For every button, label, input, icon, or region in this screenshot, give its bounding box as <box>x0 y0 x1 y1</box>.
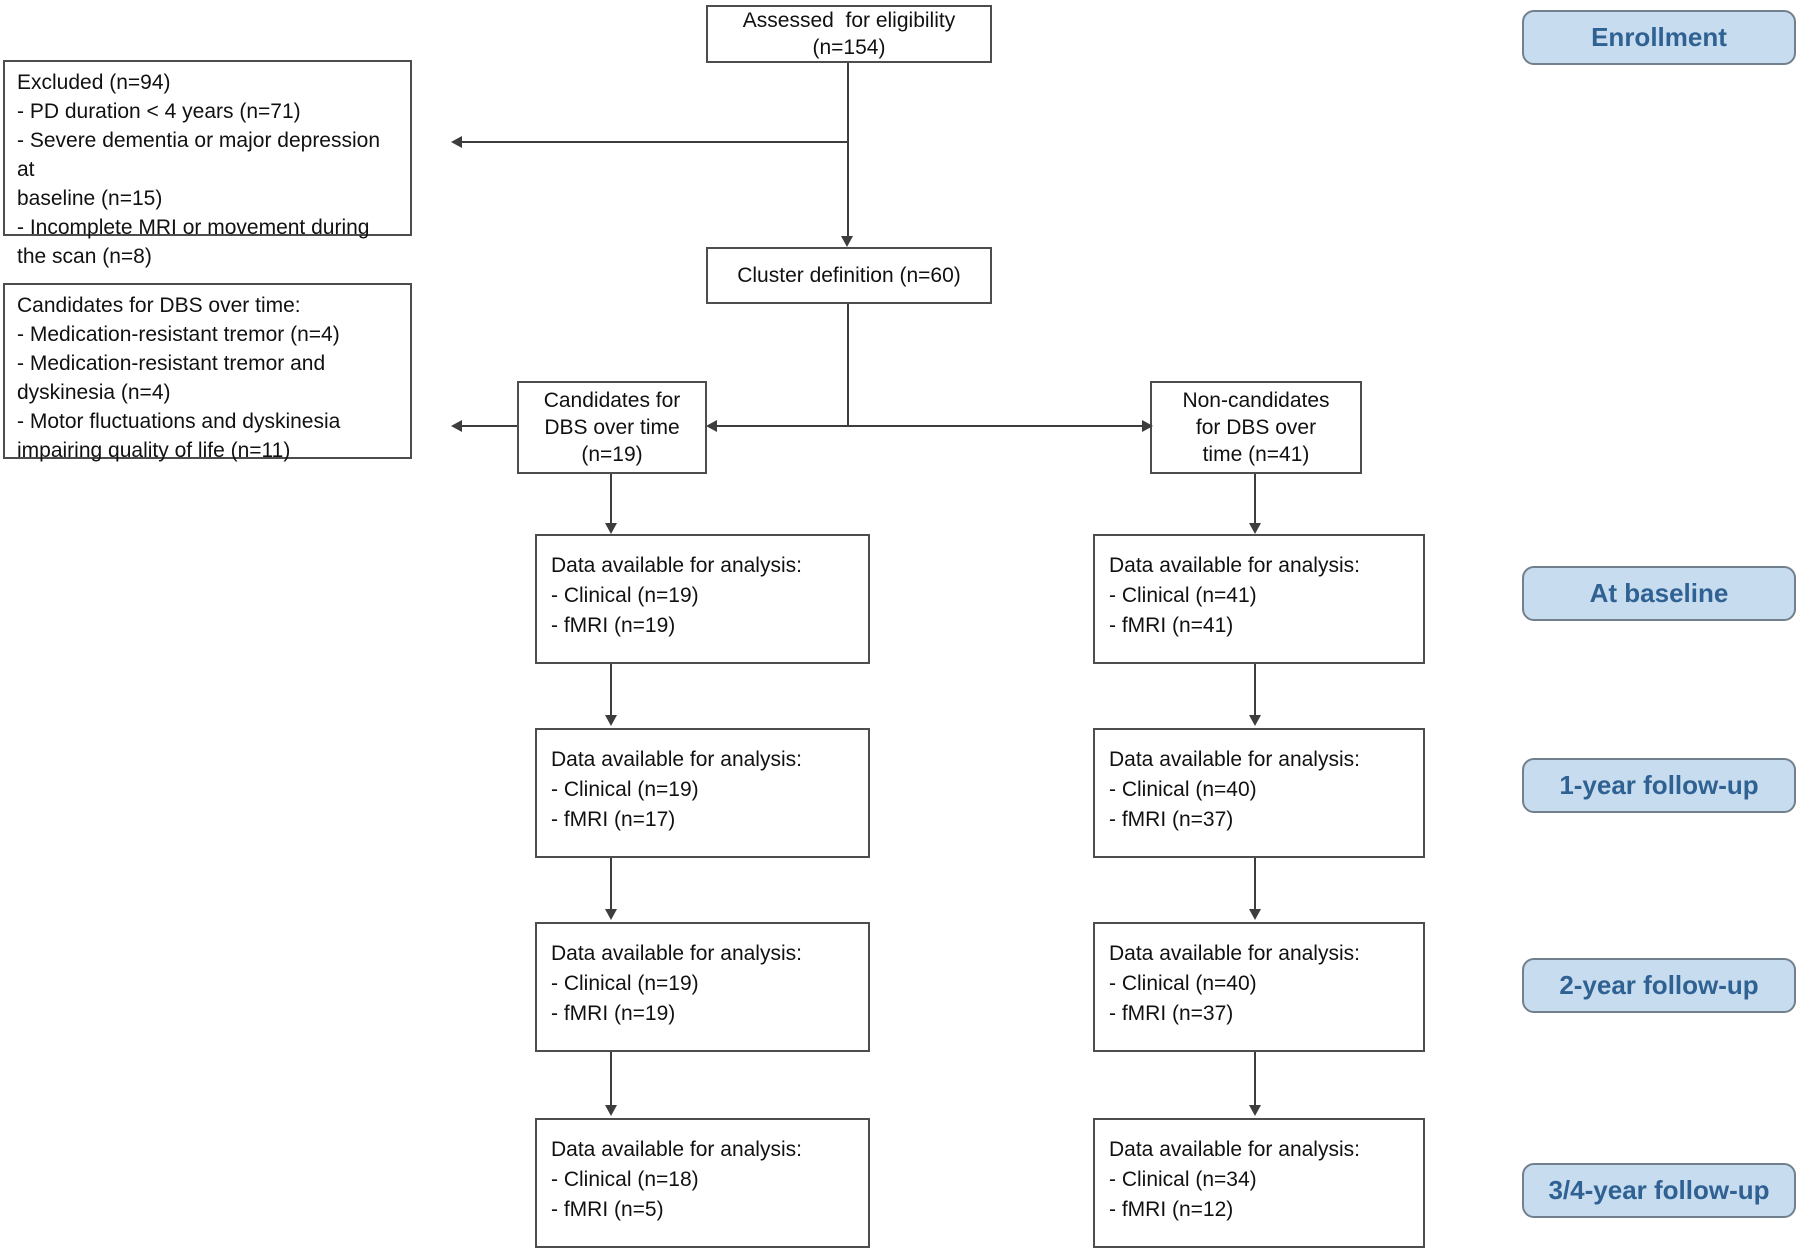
connector-line <box>610 858 612 910</box>
connector-line <box>610 474 612 524</box>
connector-line <box>1254 1052 1256 1106</box>
stage-label-2year: 2-year follow-up <box>1522 958 1796 1013</box>
arrow-right-icon <box>1142 420 1153 432</box>
candidates-2year-data-box: Data available for analysis: - Clinical … <box>535 922 870 1052</box>
connector-line <box>1254 664 1256 716</box>
arrow-down-icon <box>605 523 617 534</box>
noncandidates-baseline-data-box: Data available for analysis: - Clinical … <box>1093 534 1425 664</box>
connector-line <box>462 141 848 143</box>
stage-label-baseline: At baseline <box>1522 566 1796 621</box>
arrow-down-icon <box>605 715 617 726</box>
excluded-box: Excluded (n=94) - PD duration < 4 years … <box>3 60 412 268</box>
arrow-down-icon <box>605 1105 617 1116</box>
connector-line <box>1254 474 1256 524</box>
connector-line <box>610 1052 612 1106</box>
non-candidates-box: Non-candidates for DBS over time (n=41) <box>1150 381 1362 474</box>
connector-line <box>847 304 849 426</box>
stage-label-enrollment: Enrollment <box>1522 10 1796 65</box>
candidates-box: Candidates for DBS over time (n=19) <box>517 381 707 474</box>
connector-line <box>462 425 517 427</box>
arrow-left-icon <box>706 420 717 432</box>
candidates-baseline-data-box: Data available for analysis: - Clinical … <box>535 534 870 664</box>
arrow-down-icon <box>1249 909 1261 920</box>
arrow-down-icon <box>1249 715 1261 726</box>
noncandidates-2year-data-box: Data available for analysis: - Clinical … <box>1093 922 1425 1052</box>
arrow-down-icon <box>841 236 853 247</box>
connector-line <box>1254 858 1256 910</box>
dbs-candidates-criteria-box: Candidates for DBS over time: - Medicati… <box>3 283 412 462</box>
noncandidates-34year-data-box: Data available for analysis: - Clinical … <box>1093 1118 1425 1248</box>
connector-line <box>847 63 849 237</box>
assessed-eligibility-box: Assessed for eligibility (n=154) <box>706 5 992 63</box>
connector-line <box>716 425 1143 427</box>
connector-line <box>610 664 612 716</box>
noncandidates-1year-data-box: Data available for analysis: - Clinical … <box>1093 728 1425 858</box>
stage-label-1year: 1-year follow-up <box>1522 758 1796 813</box>
cluster-definition-box: Cluster definition (n=60) <box>706 247 992 304</box>
candidates-34year-data-box: Data available for analysis: - Clinical … <box>535 1118 870 1248</box>
arrow-down-icon <box>1249 523 1261 534</box>
candidates-1year-data-box: Data available for analysis: - Clinical … <box>535 728 870 858</box>
arrow-down-icon <box>1249 1105 1261 1116</box>
arrow-left-icon <box>451 420 462 432</box>
arrow-down-icon <box>605 909 617 920</box>
arrow-left-icon <box>451 136 462 148</box>
stage-label-34year: 3/4-year follow-up <box>1522 1163 1796 1218</box>
